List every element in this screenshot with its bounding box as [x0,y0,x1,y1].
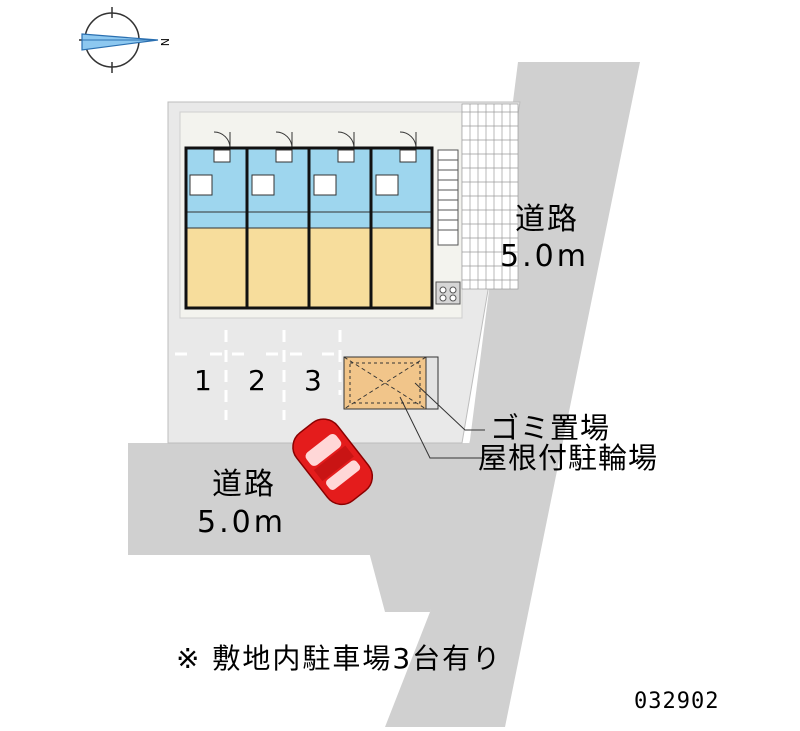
east-road [385,62,640,727]
compass-icon: N [79,7,171,73]
stairs [437,149,459,246]
unit-1 [185,131,247,309]
parking-space-1: 1 [194,364,212,397]
apartment-units [184,131,434,310]
garbage-area-label: ゴミ置場 [490,411,611,445]
covered-bicycle-parking-label: 屋根付駐輪場 [478,441,659,475]
svg-text:N: N [158,38,171,46]
south-road-name: 道路 [212,467,276,502]
parking-space-2: 2 [248,364,266,397]
meter-box [435,281,461,305]
parking-footnote: ※ 敷地内駐車場3台有り [176,642,503,675]
east-road-width: 5.0m [500,239,589,274]
parking-dividers [175,330,342,420]
unit-3 [309,131,371,309]
parking-space-3: 3 [304,364,322,397]
car-icon [292,418,374,506]
east-road-name: 道路 [515,202,579,237]
hatched-area [461,103,519,290]
south-road-width: 5.0m [197,505,286,540]
garbage-and-bicycle-shed [343,356,439,410]
leader-lines [399,382,485,459]
unit-2 [247,131,309,309]
unit-4 [371,131,433,309]
property-code: 032902 [634,689,720,714]
